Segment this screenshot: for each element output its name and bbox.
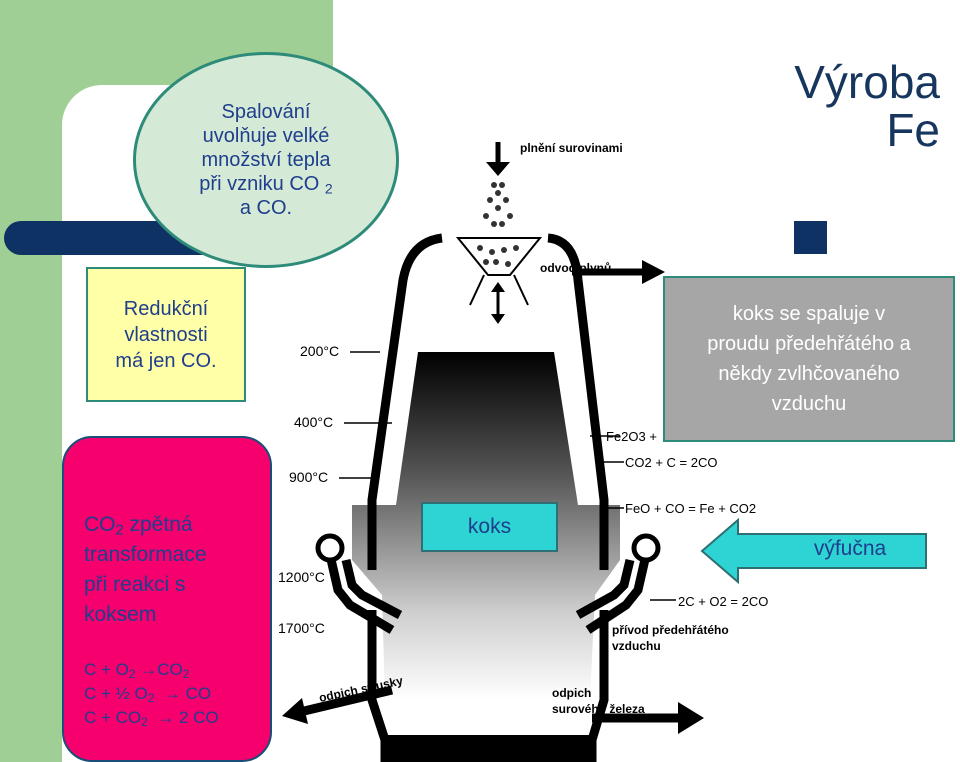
gray-line-1: koks se spaluje v (732, 303, 886, 325)
co2-line-2: transformace (84, 543, 207, 566)
gas-outlet-label: odvod plynů (540, 261, 611, 275)
bubble-line-1: Spalování (221, 101, 311, 123)
reduction-line-2: vlastnosti (124, 323, 208, 346)
eq1-arrow: → (140, 660, 158, 679)
tuyere-left (325, 553, 403, 634)
temp-label-400: 400°C (294, 414, 333, 430)
furnace-lower-right-wall (587, 610, 609, 762)
slide-title: Výroba Fe (700, 58, 940, 154)
equation-3: C + CO2 → 2 CO (84, 706, 219, 730)
co2-line-1-a: CO (84, 513, 116, 536)
equation-1: C + O2 →CO2 (84, 658, 219, 682)
co2-line-1: CO2 zpětná (84, 510, 207, 540)
iron-label-1: odpich (552, 686, 591, 700)
bubble-line-4: při vzniku CO 2 (170, 172, 362, 196)
eq2-arrow: → (163, 684, 181, 703)
bubble-line-4-text: při vzniku CO (199, 173, 320, 195)
reaction2-label: CO2 + C = 2CO (625, 455, 717, 470)
eq2-result: CO (185, 684, 212, 703)
reduction-line-1: Redukční (123, 297, 209, 320)
furnace-right-wall (547, 233, 609, 570)
co2-line-3: při reakci s (84, 573, 186, 596)
bell-arrow-heads (491, 282, 505, 324)
reaction4-label: 2C + O2 = 2CO (678, 594, 768, 609)
combustion-bubble: Spalování uvolňuje velké množství tepla … (133, 52, 399, 268)
bubble-line-5: a CO. (239, 197, 293, 219)
co2-line-1-sub: 2 (115, 522, 124, 539)
iron-label-2: surového železa (552, 702, 645, 716)
feed-label: plnění surovinami (520, 141, 623, 155)
iron-arrow-head (678, 702, 704, 734)
reaction1-label: Fe2O3 + (606, 429, 657, 444)
co2-line-1-b: zpětná (123, 513, 193, 536)
coke-combustion-box: koks se spaluje v proudu předehřátého a … (663, 276, 955, 442)
slag-arrow-shaft (298, 685, 394, 717)
title-line-2: Fe (886, 104, 940, 156)
furnace-hearth (385, 735, 592, 762)
bubble-co2-subscript: 2 (324, 180, 333, 197)
gas-outlet-arrow-head (642, 260, 665, 284)
feed-arrow-head (486, 162, 510, 176)
bubble-line-2: uvolňuje velké (202, 125, 330, 147)
reduction-properties-box: Redukční vlastnosti má jen CO. (86, 267, 246, 402)
reduction-line-3: má jen CO. (115, 349, 217, 372)
eq1-result-sub: 2 (182, 666, 190, 681)
eq2-sub: 2 (147, 690, 155, 705)
vyfucna-arrow-shape (700, 518, 927, 584)
air-inlet-label-1: přívod předehřátého (612, 623, 729, 637)
gray-line-4: vzduchu (771, 393, 847, 415)
equation-2: C + ½ O2 → CO (84, 682, 219, 706)
temp-label-1700: 1700°C (278, 620, 325, 636)
co2-transformation-box: CO2 zpětná transformace při reakci s kok… (62, 436, 272, 762)
eq3-result: 2 CO (178, 708, 219, 727)
temp-label-200: 200°C (300, 343, 339, 359)
carbon-equations: C + O2 →CO2 C + ½ O2 → CO C + CO2 → 2 CO (84, 658, 219, 730)
hopper-bell (469, 274, 529, 306)
koks-label-box: koks (421, 502, 558, 552)
tuyere-left-ring (315, 533, 345, 563)
raw-material-dots (477, 182, 519, 267)
temp-label-1200: 1200°C (278, 569, 325, 585)
furnace-left-wall (367, 233, 443, 570)
hopper (455, 237, 543, 276)
title-line-1: Výroba (794, 56, 940, 108)
eq1-sub: 2 (128, 666, 136, 681)
air-inlet-label-2: vzduchu (612, 639, 661, 653)
vyfucna-label: výfučna (813, 537, 887, 560)
gray-line-2: proudu předehřátého a (707, 333, 911, 355)
vyfucna-arrow (700, 518, 927, 584)
temp-label-900: 900°C (289, 469, 328, 485)
tuyere-right (575, 553, 651, 634)
navy-accent-square (794, 221, 827, 254)
co2-line-4: koksem (84, 603, 157, 626)
eq2-left: C + ½ O (84, 684, 148, 703)
tuyere-right-ring (631, 533, 661, 563)
eq3-arrow: → (157, 708, 175, 727)
eq1-result: CO (157, 660, 183, 679)
reaction3-label: FeO + CO = Fe + CO2 (625, 501, 756, 516)
co2-transformation-text: CO2 zpětná transformace při reakci s kok… (84, 510, 207, 630)
eq3-left: C + CO (84, 708, 142, 727)
eq3-sub: 2 (141, 714, 148, 729)
bubble-line-3: množství tepla (201, 149, 331, 171)
gray-line-3: někdy zvlhčovaného (718, 363, 900, 385)
eq1-left: C + O (84, 660, 129, 679)
slag-arrow-head (282, 698, 308, 724)
